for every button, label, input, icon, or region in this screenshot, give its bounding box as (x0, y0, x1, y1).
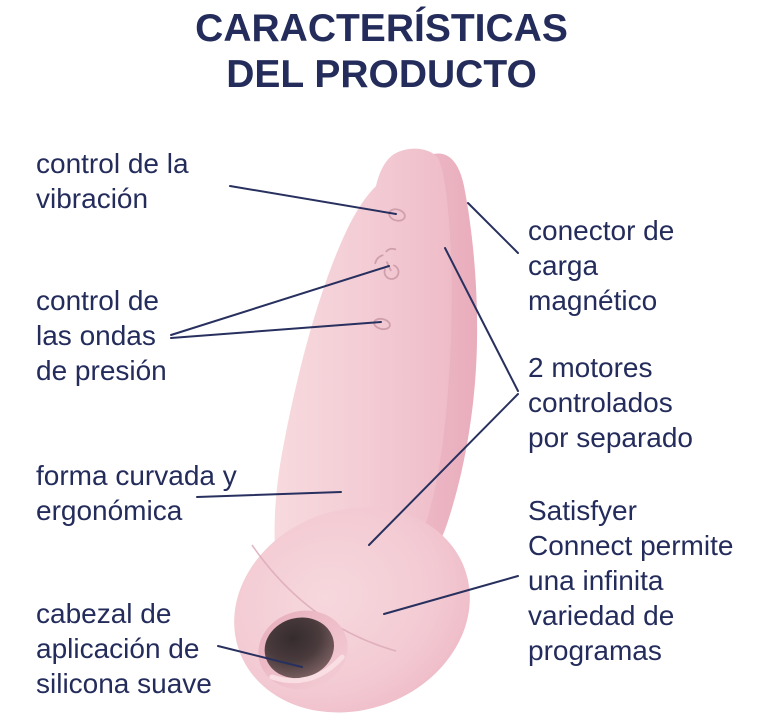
suction-opening (258, 610, 348, 690)
product-head (234, 507, 470, 713)
page-title: CARACTERÍSTICAS DEL PRODUCTO (0, 6, 763, 98)
leader-pressure-wave-lower (170, 321, 382, 339)
leader-ergonomic-shape (196, 491, 342, 498)
label-pressure-wave-control: control de las ondas de presión (36, 285, 167, 386)
page-title-line2: DEL PRODUCTO (226, 53, 537, 96)
label-magnetic-charger: conector de carga magnético (528, 215, 675, 316)
leader-satisfyer-connect (383, 575, 519, 615)
label-vibration-control: control de la vibración (36, 148, 189, 214)
label-silicone-head: cabezal de aplicación de silicona suave (36, 598, 212, 699)
leader-magnetic-charger (467, 202, 519, 254)
leader-two-motors-upper (444, 247, 519, 392)
label-ergonomic-shape: forma curvada y ergonómica (36, 460, 237, 526)
page-title-line1: CARACTERÍSTICAS (195, 7, 568, 50)
label-satisfyer-connect: Satisfyer Connect permite una infinita v… (528, 495, 734, 666)
product-body (274, 148, 452, 610)
label-two-motors: 2 motores controlados por separado (528, 352, 694, 453)
leader-vibration-control (229, 185, 397, 215)
leader-two-motors-lower (368, 393, 519, 546)
leader-pressure-wave-upper (170, 265, 390, 336)
leader-silicone-head (217, 645, 303, 668)
